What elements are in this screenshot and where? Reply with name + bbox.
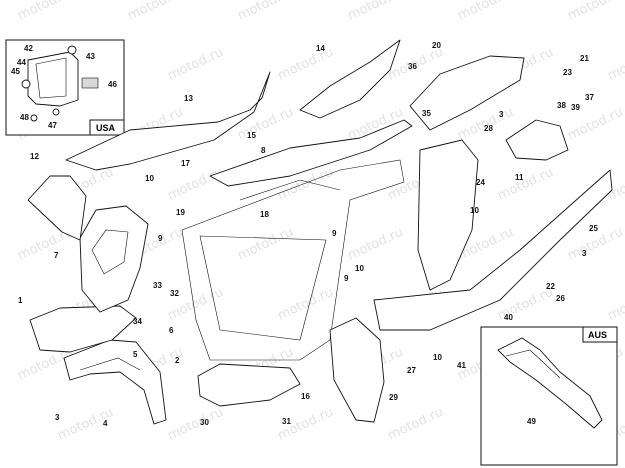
watermark-text: motod.ru xyxy=(345,0,405,24)
callout-number: 30 xyxy=(200,418,209,427)
watermark-text: motod.ru xyxy=(565,0,625,24)
callout-number: 18 xyxy=(260,210,269,219)
callout-number: 9 xyxy=(332,229,337,238)
callout-number: 43 xyxy=(86,52,95,61)
aus-inset: AUS xyxy=(480,326,618,466)
callout-number: 46 xyxy=(108,80,117,89)
license-bracket-part xyxy=(21,45,99,122)
callout-number: 14 xyxy=(316,44,325,53)
callout-number: 11 xyxy=(515,173,524,182)
callout-number: 13 xyxy=(184,94,193,103)
usa-inset: USA xyxy=(5,39,125,136)
callout-number: 38 xyxy=(557,101,566,110)
callout-number: 5 xyxy=(133,350,138,359)
callout-number: 17 xyxy=(181,159,190,168)
callout-number: 44 xyxy=(17,58,26,67)
watermark-text: motod.ru xyxy=(275,45,335,84)
callout-number: 8 xyxy=(261,146,266,155)
callout-number: 10 xyxy=(433,353,442,362)
watermark-text: motod.ru xyxy=(495,165,555,204)
callout-number: 7 xyxy=(54,251,59,260)
right-side-panel-part xyxy=(373,169,613,331)
left-radiator-shroud-part xyxy=(27,175,87,241)
callout-number: 31 xyxy=(282,417,291,426)
callout-number: 41 xyxy=(457,361,466,370)
watermark-text: motod.ru xyxy=(235,105,295,144)
left-side-panel-part xyxy=(65,71,271,171)
watermark-text: motod.ru xyxy=(605,45,625,84)
callout-number: 47 xyxy=(48,121,57,130)
callout-number: 23 xyxy=(563,68,572,77)
rear-mudguard-extension-part xyxy=(497,337,603,429)
callout-number: 10 xyxy=(355,264,364,273)
callout-number: 26 xyxy=(556,294,565,303)
skid-plate-part xyxy=(197,363,301,407)
seat-part xyxy=(209,119,413,187)
usa-label: USA xyxy=(96,123,116,133)
callout-number: 49 xyxy=(527,417,536,426)
tail-light-part xyxy=(505,119,569,161)
callout-number: 9 xyxy=(158,234,163,243)
callout-number: 36 xyxy=(408,62,417,71)
callout-number: 15 xyxy=(247,131,256,140)
callout-number: 27 xyxy=(407,366,416,375)
lower-right-panel-part xyxy=(329,317,385,423)
watermark-text: motod.ru xyxy=(165,165,225,204)
rear-fender-part xyxy=(409,55,525,131)
watermark-text: motod.ru xyxy=(455,0,515,24)
callout-number: 29 xyxy=(389,393,398,402)
callout-number: 10 xyxy=(470,206,479,215)
callout-number: 16 xyxy=(301,392,310,401)
callout-number: 24 xyxy=(476,178,485,187)
front-fender-part xyxy=(63,339,167,425)
callout-number: 40 xyxy=(504,313,513,322)
watermark-text: motod.ru xyxy=(165,405,225,444)
callout-number: 12 xyxy=(30,152,39,161)
watermark-text: motod.ru xyxy=(125,0,185,24)
callout-number: 21 xyxy=(580,54,589,63)
watermark-text: motod.ru xyxy=(235,0,295,24)
callout-number: 45 xyxy=(11,67,20,76)
callout-number: 39 xyxy=(571,103,580,112)
watermark-text: motod.ru xyxy=(235,225,295,264)
callout-number: 35 xyxy=(422,109,431,118)
callout-number: 20 xyxy=(432,41,441,50)
callout-number: 3 xyxy=(499,110,504,119)
callout-number: 1 xyxy=(18,296,23,305)
aus-label: AUS xyxy=(588,330,607,340)
callout-number: 37 xyxy=(585,93,594,102)
watermark-text: motod.ru xyxy=(385,405,445,444)
watermark-text: motod.ru xyxy=(165,45,225,84)
callout-number: 33 xyxy=(153,281,162,290)
callout-layer: 1234567899910101010111213141516171819202… xyxy=(11,41,598,428)
callout-number: 34 xyxy=(133,317,142,326)
frame-part xyxy=(181,159,405,361)
callout-number: 19 xyxy=(176,208,185,217)
callout-number: 9 xyxy=(344,274,349,283)
callout-number: 25 xyxy=(589,224,598,233)
watermark-text: motod.ru xyxy=(345,225,405,264)
callout-number: 6 xyxy=(169,326,174,335)
callout-number: 28 xyxy=(484,124,493,133)
callout-number: 4 xyxy=(103,419,108,428)
callout-number: 32 xyxy=(170,289,179,298)
headlight-mask-part xyxy=(79,205,149,313)
callout-number: 2 xyxy=(175,356,180,365)
front-number-plate-part xyxy=(29,305,137,353)
callout-number: 42 xyxy=(24,44,33,53)
callout-number: 3 xyxy=(55,413,60,422)
watermark-text: motod.ru xyxy=(15,0,75,24)
fuel-tank-cover-part xyxy=(299,39,401,119)
callout-number: 10 xyxy=(145,174,154,183)
airbox-cover-part xyxy=(417,139,479,291)
watermark-text: motod.ru xyxy=(605,285,625,324)
callout-number: 48 xyxy=(20,113,29,122)
callout-number: 3 xyxy=(582,249,587,258)
callout-number: 22 xyxy=(546,282,555,291)
